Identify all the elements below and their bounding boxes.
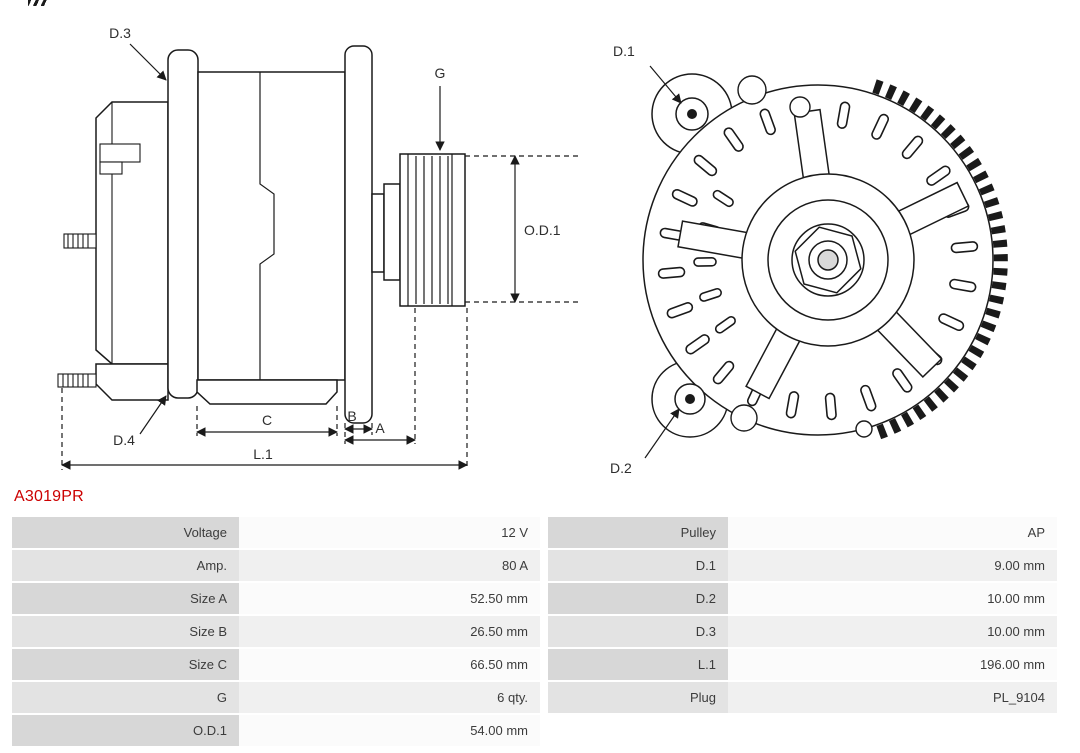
- table-row: Size B 26.50 mm D.3 10.00 mm: [12, 616, 1057, 647]
- terminal-stud-lower: [57, 373, 97, 388]
- label-d1: D.1: [613, 43, 635, 59]
- table-row: O.D.1 54.00 mm: [12, 715, 1057, 746]
- spec-label-d3: D.3: [548, 616, 728, 647]
- label-l1: L.1: [253, 446, 273, 462]
- spec-label-voltage: Voltage: [12, 517, 239, 548]
- spec-label-empty: [548, 715, 728, 746]
- front-view-drawing: D.1 D.2: [610, 43, 1008, 476]
- leader-lines-front: [644, 65, 682, 459]
- table-row: Voltage 12 V Pulley AP: [12, 517, 1057, 548]
- technical-diagram: D.3 G O.D.1 D.4 C B A L.1: [0, 8, 1080, 488]
- housing-teeth: [872, 79, 1008, 441]
- table-row: Size A 52.50 mm D.2 10.00 mm: [12, 583, 1057, 614]
- center-hub: [741, 173, 915, 347]
- label-g: G: [435, 65, 446, 81]
- label-b: B: [347, 408, 356, 424]
- spec-table: Voltage 12 V Pulley AP Amp. 80 A D.1 9.0…: [12, 517, 1057, 748]
- label-d2: D.2: [610, 460, 632, 476]
- column-gap: [540, 550, 548, 581]
- spec-label-amp: Amp.: [12, 550, 239, 581]
- rear-housing: [95, 101, 169, 401]
- label-d3: D.3: [109, 25, 131, 41]
- spec-value-voltage: 12 V: [239, 517, 540, 548]
- terminal-stud-upper: [63, 233, 97, 249]
- table-row: G 6 qty. Plug PL_9104: [12, 682, 1057, 713]
- spec-value-l1: 196.00 mm: [728, 649, 1057, 680]
- front-flange: [344, 45, 373, 424]
- spec-value-d2: 10.00 mm: [728, 583, 1057, 614]
- spec-label-d1: D.1: [548, 550, 728, 581]
- table-row: Amp. 80 A D.1 9.00 mm: [12, 550, 1057, 581]
- column-gap: [540, 649, 548, 680]
- spec-value-g: 6 qty.: [239, 682, 540, 713]
- spec-label-size-c: Size C: [12, 649, 239, 680]
- label-d4: D.4: [113, 432, 135, 448]
- stator-body: [196, 71, 346, 405]
- pulley: [399, 153, 466, 307]
- spec-label-l1: L.1: [548, 649, 728, 680]
- label-a: A: [375, 420, 385, 436]
- logo-fragment: [28, 0, 48, 6]
- spec-value-amp: 80 A: [239, 550, 540, 581]
- spec-value-plug: PL_9104: [728, 682, 1057, 713]
- spec-value-empty: [728, 715, 1057, 746]
- column-gap: [540, 616, 548, 647]
- spec-value-d3: 10.00 mm: [728, 616, 1057, 647]
- column-gap: [540, 517, 548, 548]
- column-gap: [540, 715, 548, 746]
- spec-value-od1: 54.00 mm: [239, 715, 540, 746]
- spec-label-g: G: [12, 682, 239, 713]
- spec-value-size-c: 66.50 mm: [239, 649, 540, 680]
- label-od1: O.D.1: [524, 222, 561, 238]
- spec-label-size-b: Size B: [12, 616, 239, 647]
- spec-label-size-a: Size A: [12, 583, 239, 614]
- spec-label-d2: D.2: [548, 583, 728, 614]
- spec-value-size-a: 52.50 mm: [239, 583, 540, 614]
- perimeter-holes: [730, 75, 873, 438]
- spec-value-pulley: AP: [728, 517, 1057, 548]
- spec-label-od1: O.D.1: [12, 715, 239, 746]
- spec-value-d1: 9.00 mm: [728, 550, 1057, 581]
- column-gap: [540, 583, 548, 614]
- dimension-lines: [61, 155, 578, 470]
- leader-lines-side: [129, 43, 445, 435]
- spec-label-plug: Plug: [548, 682, 728, 713]
- shaft: [371, 183, 401, 281]
- label-c: C: [262, 412, 272, 428]
- rear-flange: [167, 49, 199, 399]
- part-number: A3019PR: [14, 488, 84, 505]
- column-gap: [540, 682, 548, 713]
- table-row: Size C 66.50 mm L.1 196.00 mm: [12, 649, 1057, 680]
- spec-value-size-b: 26.50 mm: [239, 616, 540, 647]
- alternator-drawing-svg: D.3 G O.D.1 D.4 C B A L.1: [57, 25, 1008, 476]
- ear-holes: [674, 97, 709, 415]
- side-view-drawing: D.3 G O.D.1 D.4 C B A L.1: [57, 25, 578, 470]
- spec-label-pulley: Pulley: [548, 517, 728, 548]
